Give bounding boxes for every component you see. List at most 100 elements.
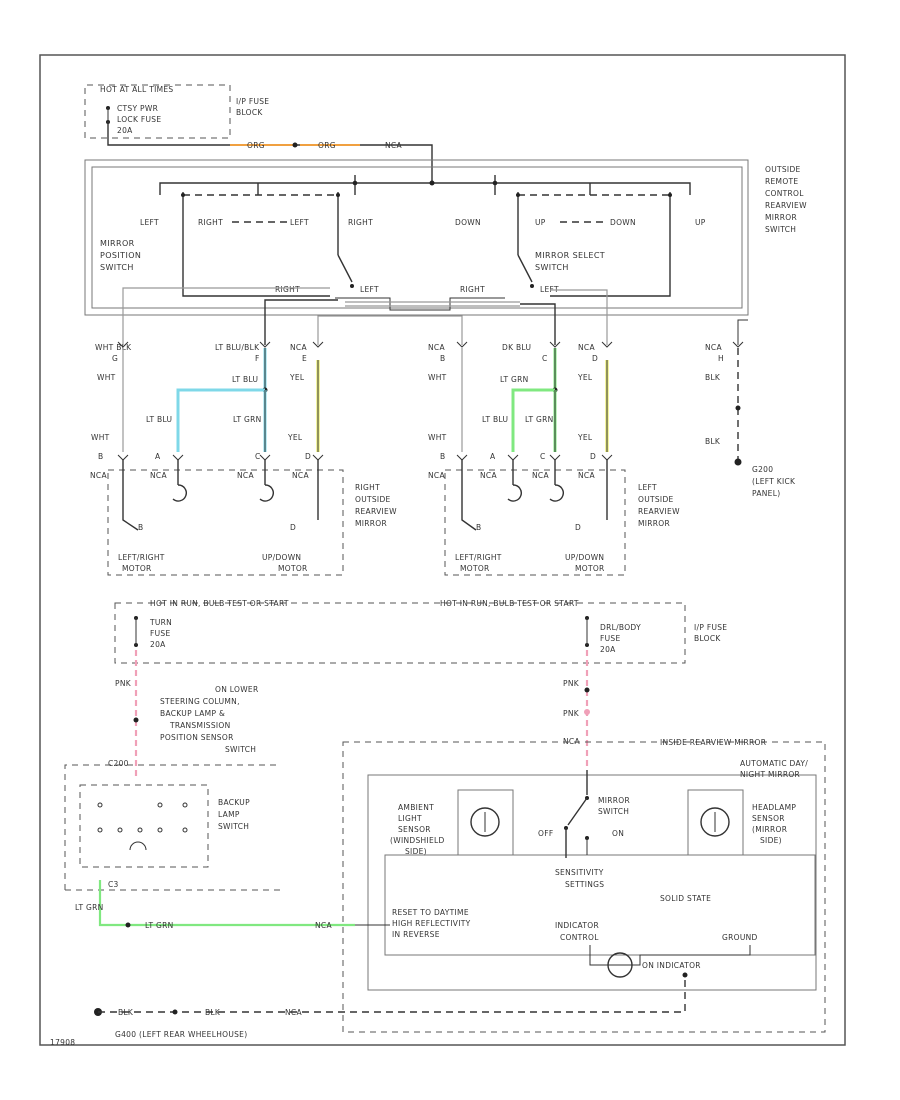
backup-wire-1: LT GRN: [75, 903, 104, 912]
rm-wire-ltblu2: LT BLU: [146, 415, 172, 424]
conn-c6-color: YEL: [577, 373, 593, 382]
pink-right-2: PNK: [563, 709, 580, 718]
lm-title-4: MIRROR: [638, 519, 670, 528]
switch-title-1: OUTSIDE: [765, 165, 801, 174]
g400-label: G400 (LEFT REAR WHEELHOUSE): [115, 1030, 247, 1039]
conn-c5-code: DK BLU: [502, 343, 531, 352]
sel-left-a: LEFT: [360, 285, 379, 294]
bfuse-f1-2: FUSE: [150, 629, 171, 638]
lm-title-1: LEFT: [638, 483, 657, 492]
backup-switch-1: BACKUP: [218, 798, 250, 807]
rm-pin-c: C: [255, 452, 261, 461]
rm-title-4: MIRROR: [355, 519, 387, 528]
switch-title-4: REARVIEW: [765, 201, 807, 210]
solid-state: SOLID STATE: [660, 894, 711, 903]
g400-w2: BLK: [205, 1008, 221, 1017]
sw-up-2: UP: [695, 218, 706, 227]
backup-desc-4: TRANSMISSION: [169, 721, 231, 730]
top-fuse-line2: LOCK FUSE: [117, 115, 161, 124]
lm-motor2-1: UP/DOWN: [565, 553, 604, 562]
switch-title-2: REMOTE: [765, 177, 798, 186]
conn-c4-code: NCA: [428, 343, 445, 352]
ground-g200: BLK G200 (LEFT KICK PANEL): [705, 348, 796, 498]
sens-1: SENSITIVITY: [555, 868, 604, 877]
lm-motor1-2: MOTOR: [460, 564, 490, 573]
lm-pin-c: C: [540, 452, 546, 461]
auto-inner-1: AUTOMATIC DAY/: [740, 759, 808, 768]
backup-desc-5: POSITION SENSOR: [160, 733, 234, 742]
lm-pin-b-nca: NCA: [428, 471, 445, 480]
sw-left-2: LEFT: [290, 218, 309, 227]
rm-wire-ltgrn: LT GRN: [233, 415, 262, 424]
conn-c3-pin: E: [302, 354, 307, 363]
backup-desc-2: STEERING COLUMN,: [160, 697, 240, 706]
reset-3: IN REVERSE: [392, 930, 440, 939]
g400-nca: NCA: [285, 1008, 302, 1017]
rm-title-1: RIGHT: [355, 483, 380, 492]
auto-outer: INSIDE REARVIEW MIRROR: [660, 738, 766, 747]
left-mirror-wires: LT GRN WHT LT BLU LT GRN YEL: [428, 348, 609, 452]
top-wire-1: ORG: [247, 141, 265, 150]
pink-right-nca: NCA: [563, 737, 580, 746]
rm-title-2: OUTSIDE: [355, 495, 391, 504]
backup-pin: C3: [108, 880, 119, 889]
rm-wire-ltblu: LT BLU: [232, 375, 258, 384]
sw-down-2: DOWN: [610, 218, 636, 227]
sw-down-1: DOWN: [455, 218, 481, 227]
lm-pin-a: A: [490, 452, 496, 461]
headlamp-4: SIDE): [760, 836, 782, 845]
lm-pin-b: B: [440, 452, 445, 461]
bfuse-f2-3: 20A: [600, 645, 616, 654]
ambient-1: AMBIENT: [398, 803, 434, 812]
connector-row: WHT BLK G WHT LT BLU/BLK F NCA E YEL NCA…: [95, 341, 744, 382]
bfuse-f1-1: TURN: [149, 618, 172, 627]
corner-code: 17908: [50, 1038, 75, 1047]
ambient-2: LIGHT: [398, 814, 422, 823]
conn-c3-code: NCA: [290, 343, 307, 352]
sel-right-a: RIGHT: [275, 285, 300, 294]
conn-c1-code: WHT BLK: [95, 343, 132, 352]
rm-title-3: REARVIEW: [355, 507, 397, 516]
bfuse-f1-3: 20A: [150, 640, 166, 649]
pos-switch-2: POSITION: [100, 251, 141, 260]
rm-wire-wht: WHT: [91, 433, 110, 442]
conn-c2-code: LT BLU/BLK: [215, 343, 260, 352]
lm-motor2-2: MOTOR: [575, 564, 605, 573]
mirror-switch-2: SWITCH: [598, 807, 629, 816]
sw-up-1: UP: [535, 218, 546, 227]
conn-c2-pin: F: [255, 354, 260, 363]
pink-left: PNK: [115, 679, 132, 688]
ground-lbl: GROUND: [722, 933, 758, 942]
backup-conn: C200: [108, 759, 129, 768]
rm-motor1-1: LEFT/RIGHT: [118, 553, 165, 562]
bfuse-f2-2: FUSE: [600, 634, 621, 643]
lm-wire-ltblu: LT BLU: [482, 415, 508, 424]
pos-switch-3: SWITCH: [100, 263, 134, 272]
ambient-4: (WINDSHIELD: [390, 836, 445, 845]
switch-assembly: OUTSIDE REMOTE CONTROL REARVIEW MIRROR S…: [84, 159, 807, 316]
ambient-5: SIDE): [405, 847, 427, 856]
rm-motor1-2: MOTOR: [122, 564, 152, 573]
conn-c7-code: NCA: [705, 343, 722, 352]
top-fuse-line1: CTSY PWR: [117, 104, 158, 113]
left-outside-mirror: B NCA A NCA C NCA D NCA B D LEFT OUTSIDE…: [428, 452, 680, 576]
rm-m2: D: [290, 523, 296, 532]
g200-l1: G200: [752, 465, 773, 474]
conn-c7-color: BLK: [705, 373, 721, 382]
lm-pin-d-nca: NCA: [578, 471, 595, 480]
backup-desc-6: SWITCH: [225, 745, 256, 754]
backup-wire-2: LT GRN: [145, 921, 174, 930]
lm-pin-c-nca: NCA: [532, 471, 549, 480]
top-orange-wire: ORG ORG NCA: [107, 122, 433, 183]
bfuse-block-2: BLOCK: [694, 634, 721, 643]
lm-wire-ltgrn2: LT GRN: [525, 415, 554, 424]
g200-l3: PANEL): [752, 489, 780, 498]
lm-pin-d: D: [590, 452, 596, 461]
bfuse-block-1: I/P FUSE: [694, 623, 727, 632]
lm-wire-ltgrn: LT GRN: [500, 375, 529, 384]
ind-1: INDICATOR: [555, 921, 599, 930]
conn-c5-pin: C: [542, 354, 548, 363]
backup-lamp-switch: ON LOWER STEERING COLUMN, BACKUP LAMP & …: [64, 685, 355, 930]
switch-title-6: SWITCH: [765, 225, 796, 234]
